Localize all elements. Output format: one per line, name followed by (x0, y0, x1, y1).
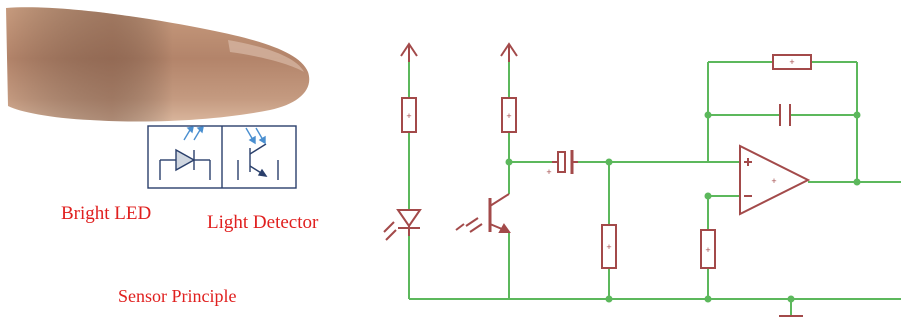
bright-led-label: Bright LED (61, 203, 152, 224)
phototransistor (455, 193, 511, 233)
resistor-collector (501, 97, 517, 133)
plus-mark: + (705, 245, 710, 255)
led-light-rays (183, 126, 204, 141)
plus-mark: + (606, 242, 611, 252)
fingernail (228, 40, 304, 72)
resistor-bias (601, 224, 617, 269)
wires (408, 61, 901, 316)
finger-shading (6, 7, 310, 122)
component-plus-marks: + + + + + + + (406, 57, 794, 255)
capacitor-coupling (552, 150, 578, 174)
components (383, 42, 812, 317)
led-symbol (159, 148, 211, 180)
supply-arrow-right (500, 42, 518, 62)
sensor-principle-label: Sensor Principle (118, 286, 237, 306)
plus-mark: + (546, 167, 551, 177)
sensor-module (147, 125, 297, 189)
plus-mark: + (789, 57, 794, 67)
led-diode (383, 209, 422, 241)
resistor-feedback (772, 54, 812, 70)
plus-mark: + (406, 111, 411, 121)
resistor-led (401, 97, 417, 133)
capacitor-feedback (779, 104, 791, 126)
light-detector-label: Light Detector (207, 212, 319, 233)
op-amp (739, 144, 811, 216)
finger-illustration (6, 7, 310, 189)
resistor-input (700, 229, 716, 269)
junction-dots (505, 111, 861, 303)
supply-arrow-left (400, 42, 418, 62)
plus-mark: + (506, 111, 511, 121)
detector-light-rays (245, 127, 266, 145)
phototransistor-symbol (237, 143, 279, 180)
plus-mark: + (771, 176, 776, 186)
